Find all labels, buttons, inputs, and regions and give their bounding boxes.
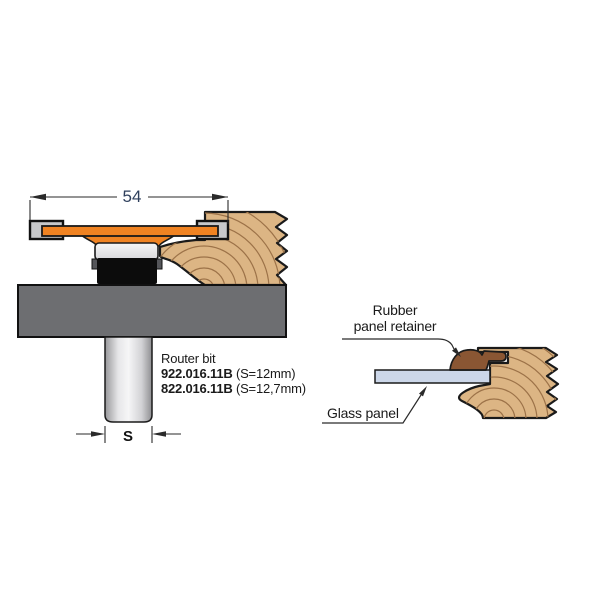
glass-panel [374,369,491,384]
router-bit-shank [104,336,153,423]
router-table [17,284,287,338]
part-spec: (S=12,7mm) [232,381,306,396]
part-number: 822.016.11B [161,381,233,396]
glass-leader-line [322,394,422,424]
router-bit-caption: Router bit 922.016.11B (S=12mm) 822.016.… [161,351,306,396]
dimension-54-arrow-left [30,193,46,201]
rubber-leader-arrow [452,347,461,357]
glass-panel-label: Glass panel [327,405,399,421]
rubber-label-line2: panel retainer [353,318,437,334]
rubber-leader-line [342,338,455,350]
wood-workpiece-right [458,346,560,420]
dimension-s-arrow-right [152,431,166,437]
part-spec: (S=12mm) [232,366,296,381]
part-number: 922.016.11B [161,366,233,381]
rubber-panel-retainer [449,348,507,371]
caption-item: 822.016.11B (S=12,7mm) [161,381,306,396]
rubber-panel-retainer-label: Rubber panel retainer [340,302,450,334]
lock-nut [97,258,157,284]
router-bit-section-view: 54 S [17,187,289,445]
glass-panel-detail-view [322,338,560,424]
dimension-s-arrow-left [91,431,105,437]
rubber-label-line1: Rubber [372,302,418,318]
dimension-54-arrow-right [212,193,228,201]
glass-leader-arrow [419,386,427,397]
dimension-54-value: 54 [123,187,142,206]
dimension-s-value: S [123,428,133,445]
bearing [94,242,159,261]
caption-title: Router bit [161,351,216,366]
caption-item: 922.016.11B (S=12mm) [161,366,306,381]
cutter-blade [41,225,219,237]
